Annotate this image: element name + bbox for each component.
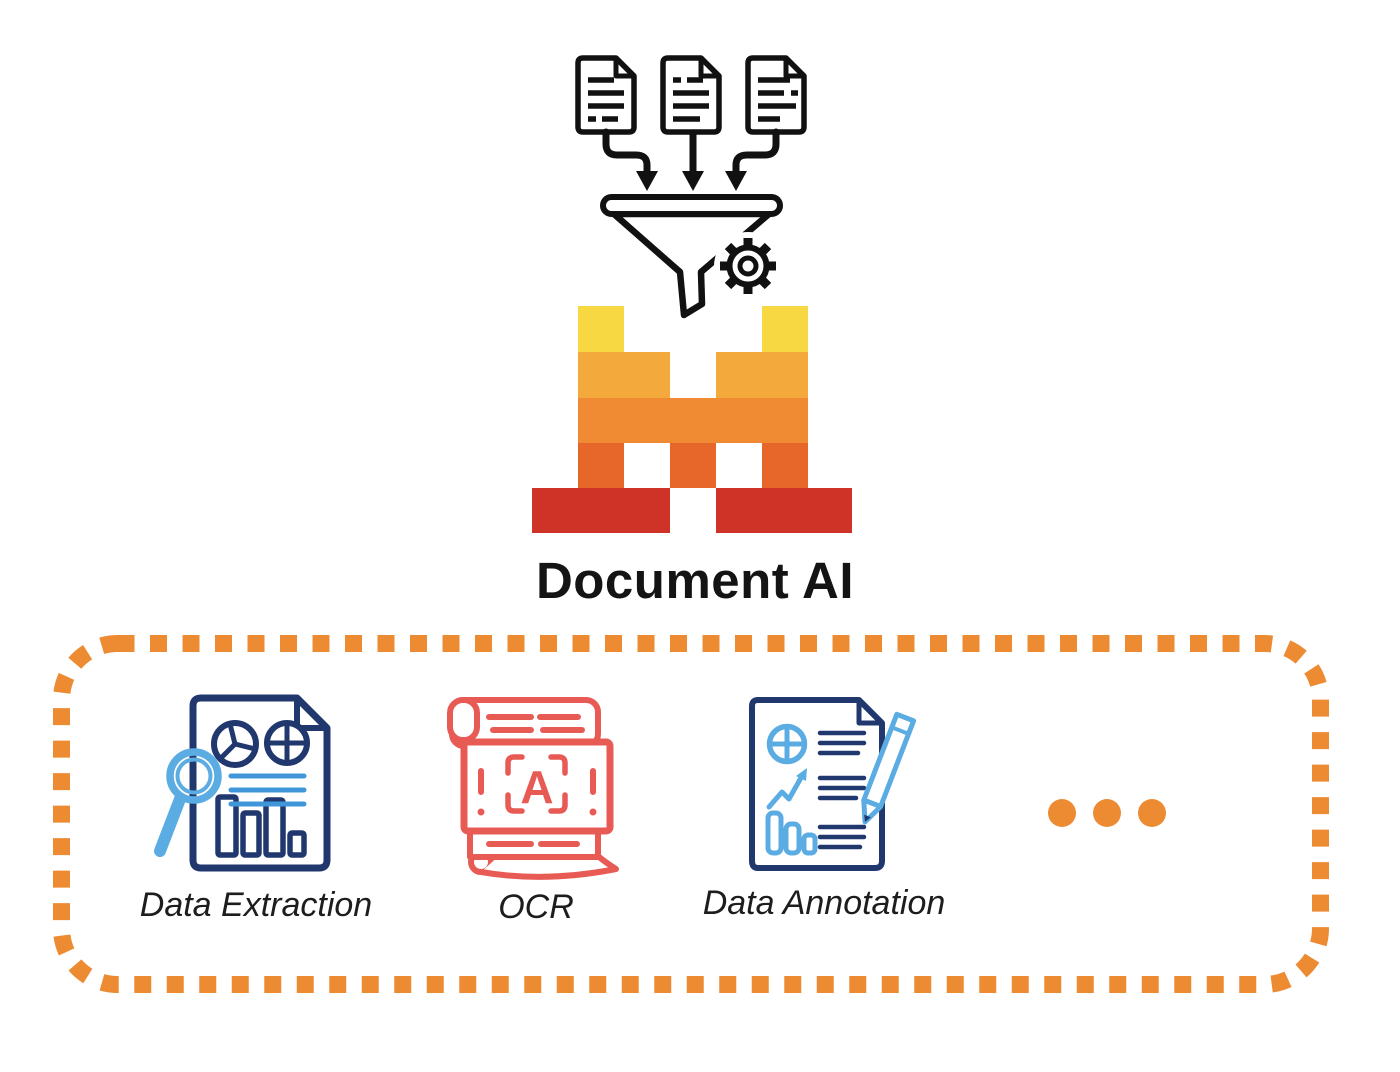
feature-label-ocr: OCR: [498, 888, 574, 926]
flow-arrows: [602, 128, 780, 191]
page-title: Document AI: [535, 552, 855, 609]
ocr-scan-icon: A: [447, 697, 619, 880]
feature-label-data-extraction: Data Extraction: [139, 886, 373, 924]
feature-label-data-annotation: Data Annotation: [702, 884, 946, 922]
logo-row-yellow: [578, 306, 808, 352]
text-lines-glyph: [228, 773, 307, 807]
input-documents: [575, 55, 807, 135]
data-extraction-icon: [154, 694, 331, 872]
pencil-icon: [861, 711, 917, 825]
mosaic-m-logo: [532, 306, 852, 533]
document-icon: [575, 55, 637, 135]
scroll-roll: [447, 697, 480, 743]
bar-chart-glyph: [215, 794, 307, 858]
magnifier-icon: [154, 748, 222, 857]
logo-row-red: [532, 488, 852, 533]
ocr-letter: A: [520, 761, 553, 813]
bar-chart-glyph: [765, 810, 818, 856]
logo-row-orange-deep: [578, 443, 808, 488]
logo-row-orange: [578, 398, 808, 443]
document-icon: [660, 55, 722, 135]
document-icon: [745, 55, 807, 135]
ellipsis-icon: [1048, 799, 1166, 827]
gear-icon: [714, 232, 782, 300]
down-arrow: [682, 132, 704, 191]
scan-frame: [460, 738, 614, 835]
down-arrow: [602, 128, 658, 191]
trend-arrow-glyph: [766, 773, 805, 810]
data-annotation-icon: [749, 697, 917, 871]
feature-box-border: [53, 635, 1329, 993]
text-lines-glyph: [817, 730, 867, 850]
scan-brackets: [478, 754, 596, 814]
down-arrow: [725, 128, 780, 191]
logo-row-orange-light: [578, 352, 808, 398]
